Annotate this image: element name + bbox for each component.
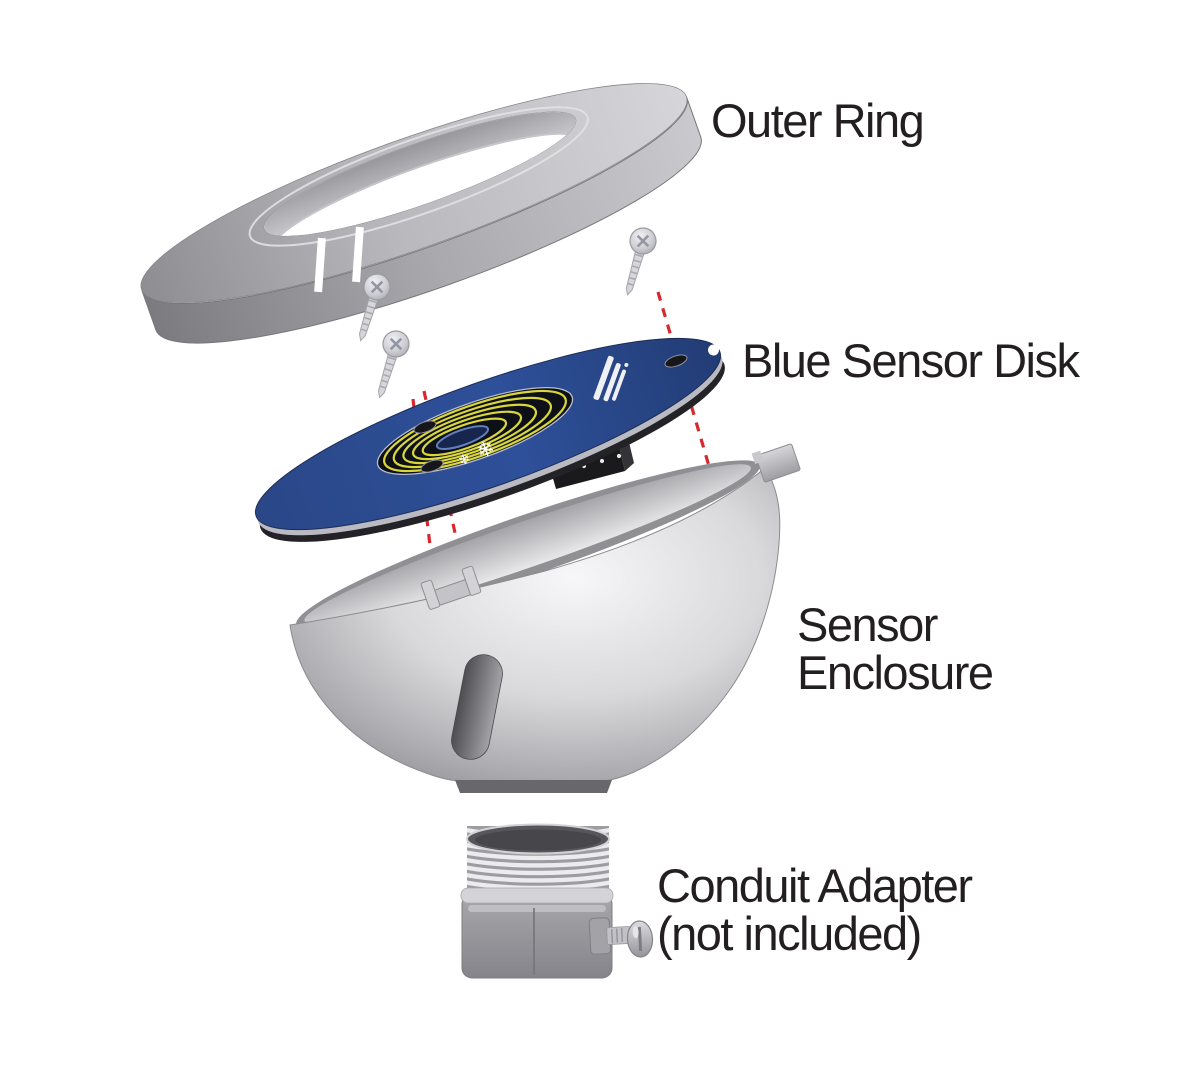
conduit-adapter-graphic <box>460 823 654 979</box>
rim-tab <box>751 443 801 483</box>
cable-slot <box>451 654 503 760</box>
enclosure-bowl <box>289 467 781 782</box>
conduit-adapter-label-line2: (not included) <box>657 906 922 960</box>
mounting-screw-3 <box>613 223 661 300</box>
blue-sensor-disk-graphic: ❄ ❄ <box>254 337 725 542</box>
sensor-enclosure-graphic <box>289 443 801 793</box>
disk-edge-notch <box>708 344 719 356</box>
adapter-body-highlight <box>468 905 606 912</box>
coil-pattern <box>376 387 574 475</box>
set-screw <box>588 917 654 958</box>
coil-center <box>435 425 490 451</box>
enclosure-interior <box>304 464 751 624</box>
rim-screw-bracket <box>420 565 482 610</box>
ring-side-wall <box>141 97 702 344</box>
disk-brand-logo <box>593 355 629 402</box>
mounting-screw-2 <box>365 326 414 403</box>
outer-ring-label: Outer Ring <box>711 94 925 147</box>
conduit-adapter-label-line1: Conduit Adapter <box>657 859 973 912</box>
disk-mounting-holes <box>413 354 688 473</box>
sensor-enclosure-label: Sensor Enclosure <box>797 598 994 699</box>
conduit-adapter-label: Conduit Adapter (not included) <box>657 859 973 960</box>
sensor-enclosure-label-line1: Sensor <box>797 598 938 651</box>
blue-sensor-disk-label: Blue Sensor Disk <box>742 334 1080 387</box>
ring-chamfer-highlight <box>248 106 589 247</box>
sensor-enclosure-label-line2: Enclosure <box>797 645 994 699</box>
ring-notch-slits <box>314 226 364 293</box>
outer-ring-graphic <box>140 83 702 344</box>
adapter-collar <box>460 887 614 904</box>
enclosure-foot <box>455 780 612 793</box>
snowflake-icon-small: ❄ <box>456 451 472 470</box>
adapter-top-inner <box>475 829 601 851</box>
set-screw-head <box>626 920 654 958</box>
